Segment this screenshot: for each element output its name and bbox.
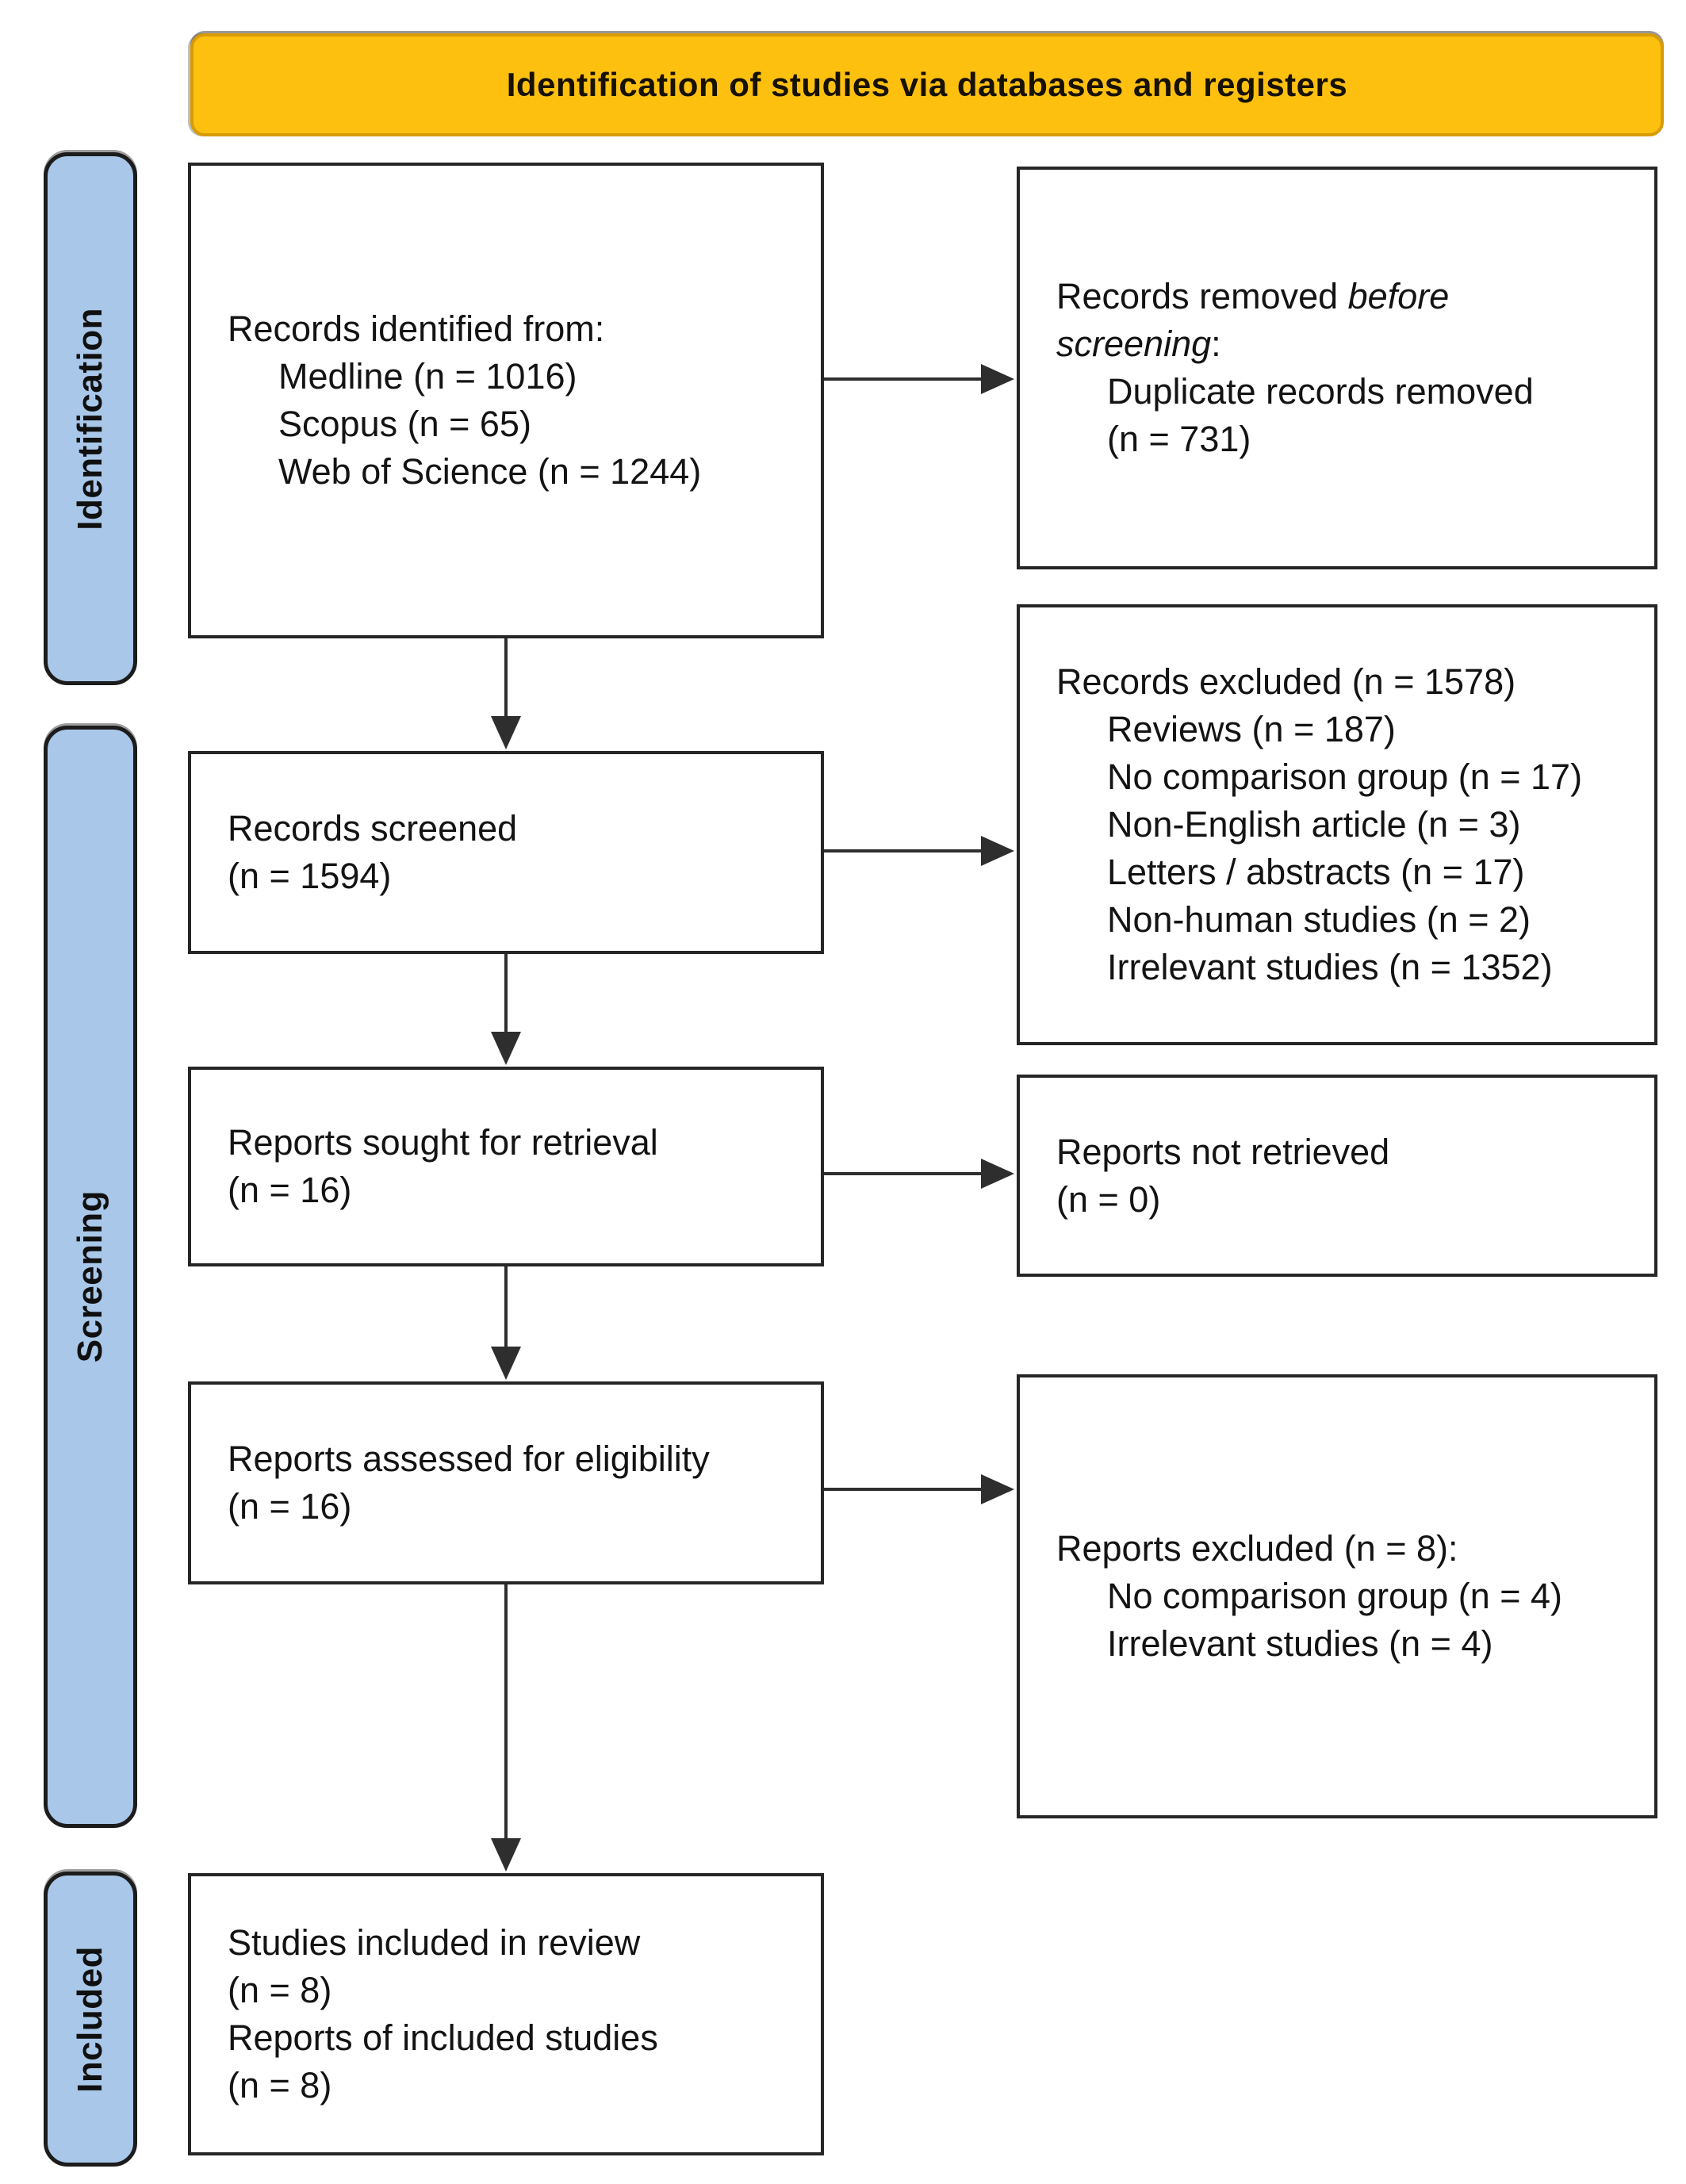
box-line: Records identified from:: [228, 308, 605, 349]
box-records-identified: Records identified from: Medline (n = 10…: [188, 163, 824, 638]
box-line: screening:: [1056, 324, 1221, 364]
box-line: (n = 1594): [228, 856, 392, 896]
box-line: (n = 0): [1056, 1178, 1161, 1220]
arrow-identified-to-screened: [491, 638, 521, 749]
box-line: Reports of included studies: [228, 2017, 658, 2058]
arrow-identified-to-removed: [824, 364, 1014, 394]
box-line: Reports sought for retrieval: [228, 1122, 658, 1163]
box-line: Studies included in review: [228, 1922, 641, 1963]
arrow-assessed-to-included: [491, 1584, 521, 1872]
banner-identification-of-studies: Identification of studies via databases …: [190, 33, 1664, 136]
box-studies-included: Studies included in review (n = 8) Repor…: [188, 1873, 824, 2155]
rail-identification: Identification: [44, 152, 137, 685]
box-line: Reviews (n = 187): [1107, 709, 1396, 749]
box-line: (n = 16): [228, 1170, 352, 1210]
arrow-assessed-to-excluded: [824, 1474, 1014, 1504]
box-line: (n = 8): [228, 1970, 332, 2010]
box-reports-excluded: Reports excluded (n = 8): No comparison …: [1017, 1374, 1657, 1818]
box-line: Reports excluded (n = 8):: [1056, 1528, 1458, 1569]
rail-included-label: Included: [71, 1945, 109, 2093]
box-line: (n = 16): [228, 1486, 352, 1527]
box-line: Irrelevant studies (n = 4): [1107, 1623, 1493, 1664]
box-records-excluded: Records excluded (n = 1578) Reviews (n =…: [1017, 604, 1657, 1045]
box-line: Reports not retrieved: [1056, 1131, 1390, 1172]
box-line: Non-human studies (n = 2): [1107, 899, 1531, 940]
box-reports-not-retrieved: Reports not retrieved (n = 0): [1017, 1075, 1657, 1277]
box-line: No comparison group (n = 17): [1107, 757, 1583, 797]
arrow-sought-to-assessed: [491, 1266, 521, 1380]
rail-identification-label: Identification: [71, 307, 109, 531]
arrow-screened-to-sought: [491, 954, 521, 1065]
box-line: (n = 731): [1107, 419, 1251, 459]
box-line: No comparison group (n = 4): [1107, 1576, 1563, 1616]
rail-screening-label: Screening: [71, 1190, 109, 1363]
box-line: Letters / abstracts (n = 17): [1107, 852, 1525, 892]
rail-included: Included: [44, 1872, 137, 2167]
box-line: Records removed before: [1056, 276, 1450, 316]
rail-screening: Screening: [44, 726, 137, 1828]
box-line: Scopus (n = 65): [278, 404, 531, 444]
box-reports-sought: Reports sought for retrieval (n = 16): [188, 1067, 824, 1266]
box-line: Medline (n = 1016): [278, 356, 577, 397]
box-line: Records excluded (n = 1578): [1056, 661, 1516, 702]
arrow-sought-to-not-retrieved: [824, 1159, 1014, 1189]
box-line: Irrelevant studies (n = 1352): [1107, 947, 1553, 987]
box-line: Duplicate records removed: [1107, 371, 1534, 412]
box-line: Records screened: [228, 808, 518, 849]
box-records-removed-before-screening: Records removed before screening: Duplic…: [1017, 167, 1657, 569]
banner-title: Identification of studies via databases …: [506, 66, 1348, 103]
box-line: Reports assessed for eligibility: [228, 1439, 710, 1479]
box-line: (n = 8): [228, 2065, 332, 2105]
box-reports-assessed: Reports assessed for eligibility (n = 16…: [188, 1381, 824, 1584]
arrow-screened-to-excluded: [824, 836, 1014, 866]
box-line: Non-English article (n = 3): [1107, 804, 1521, 845]
box-line: Web of Science (n = 1244): [278, 451, 702, 492]
box-records-screened: Records screened (n = 1594): [188, 751, 824, 954]
